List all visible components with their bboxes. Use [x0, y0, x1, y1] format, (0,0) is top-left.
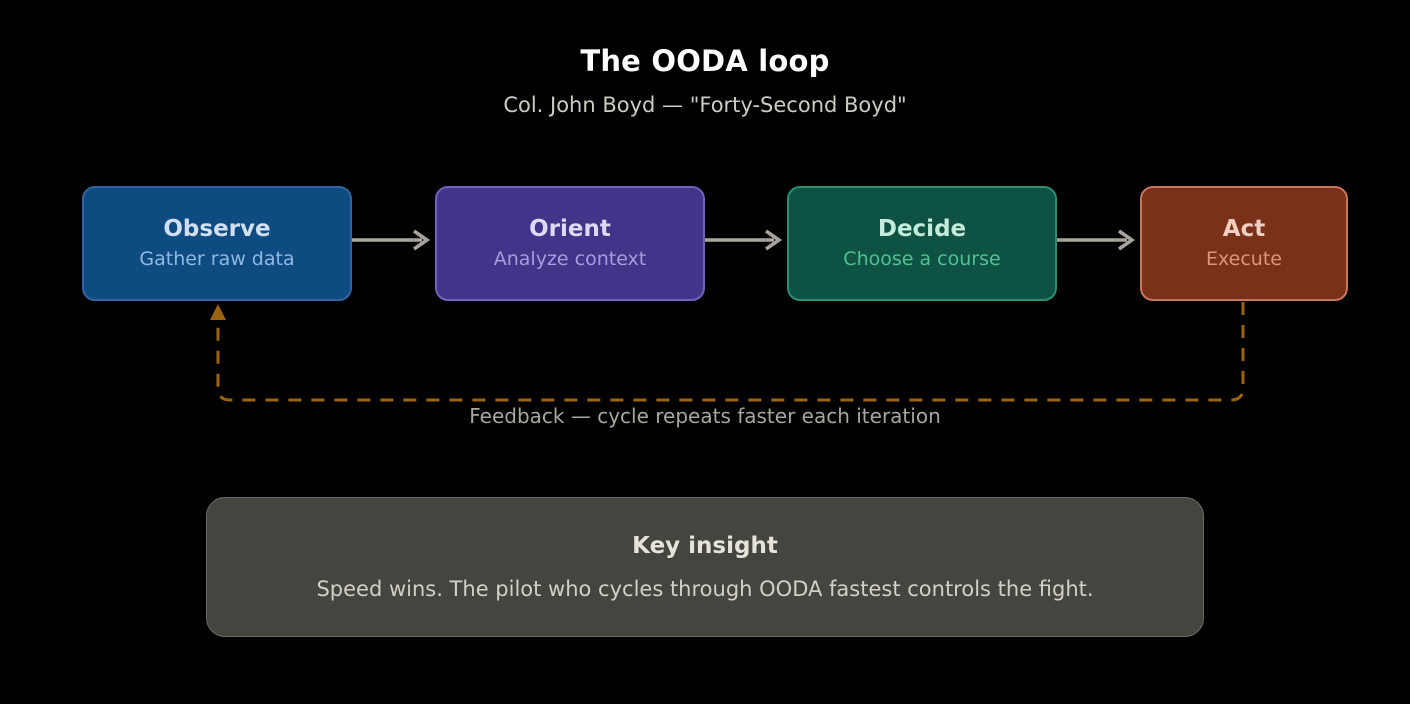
stage-sublabel-decide: Choose a course: [843, 247, 1001, 270]
stage-label-act: Act: [1222, 216, 1266, 243]
page-subtitle: Col. John Boyd — "Forty-Second Boyd": [503, 93, 907, 117]
arrow-orient-to-decide: [705, 229, 783, 251]
feedback-label: Feedback — cycle repeats faster each ite…: [469, 404, 941, 428]
stage-label-orient: Orient: [529, 216, 611, 243]
arrow-observe-to-orient: [352, 229, 431, 251]
key-insight-title: Key insight: [632, 533, 778, 559]
stage-box-decide[interactable]: Decide Choose a course: [787, 186, 1057, 301]
stage-sublabel-orient: Analyze context: [493, 247, 647, 270]
stage-box-act[interactable]: Act Execute: [1140, 186, 1348, 301]
key-insight-body: Speed wins. The pilot who cycles through…: [316, 577, 1094, 601]
arrow-decide-to-act: [1057, 229, 1136, 251]
page-title: The OODA loop: [580, 44, 830, 78]
key-insight-panel: Key insight Speed wins. The pilot who cy…: [206, 497, 1204, 637]
stage-label-observe: Observe: [163, 216, 271, 243]
feedback-loop-arrow: [210, 302, 1245, 402]
stage-sublabel-act: Execute: [1206, 247, 1282, 270]
stage-sublabel-observe: Gather raw data: [139, 247, 295, 270]
stage-box-observe[interactable]: Observe Gather raw data: [82, 186, 352, 301]
stage-box-orient[interactable]: Orient Analyze context: [435, 186, 705, 301]
stage-label-decide: Decide: [877, 216, 967, 243]
